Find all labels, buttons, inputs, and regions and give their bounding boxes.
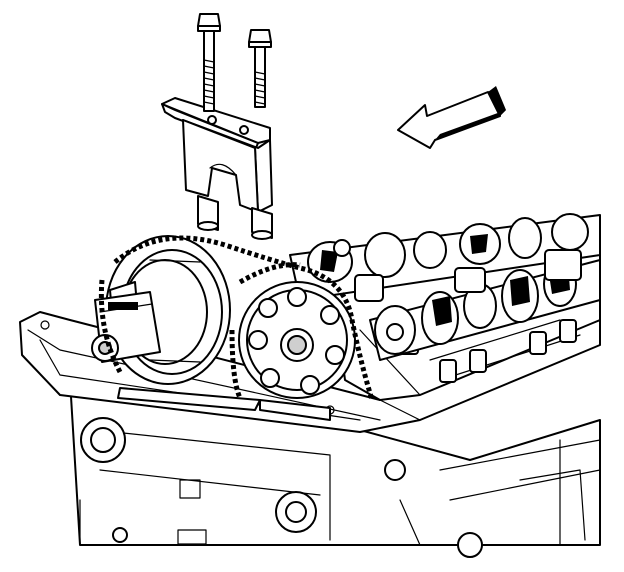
bolt-right [248,29,272,108]
exhaust-camshaft-sprocket [238,281,356,399]
engine-block [69,379,601,558]
camshaft-holding-tool [161,97,273,240]
timing-chain [98,235,375,401]
direction-arrow [397,86,506,149]
camshafts [289,213,601,361]
bolt-left [197,13,221,112]
